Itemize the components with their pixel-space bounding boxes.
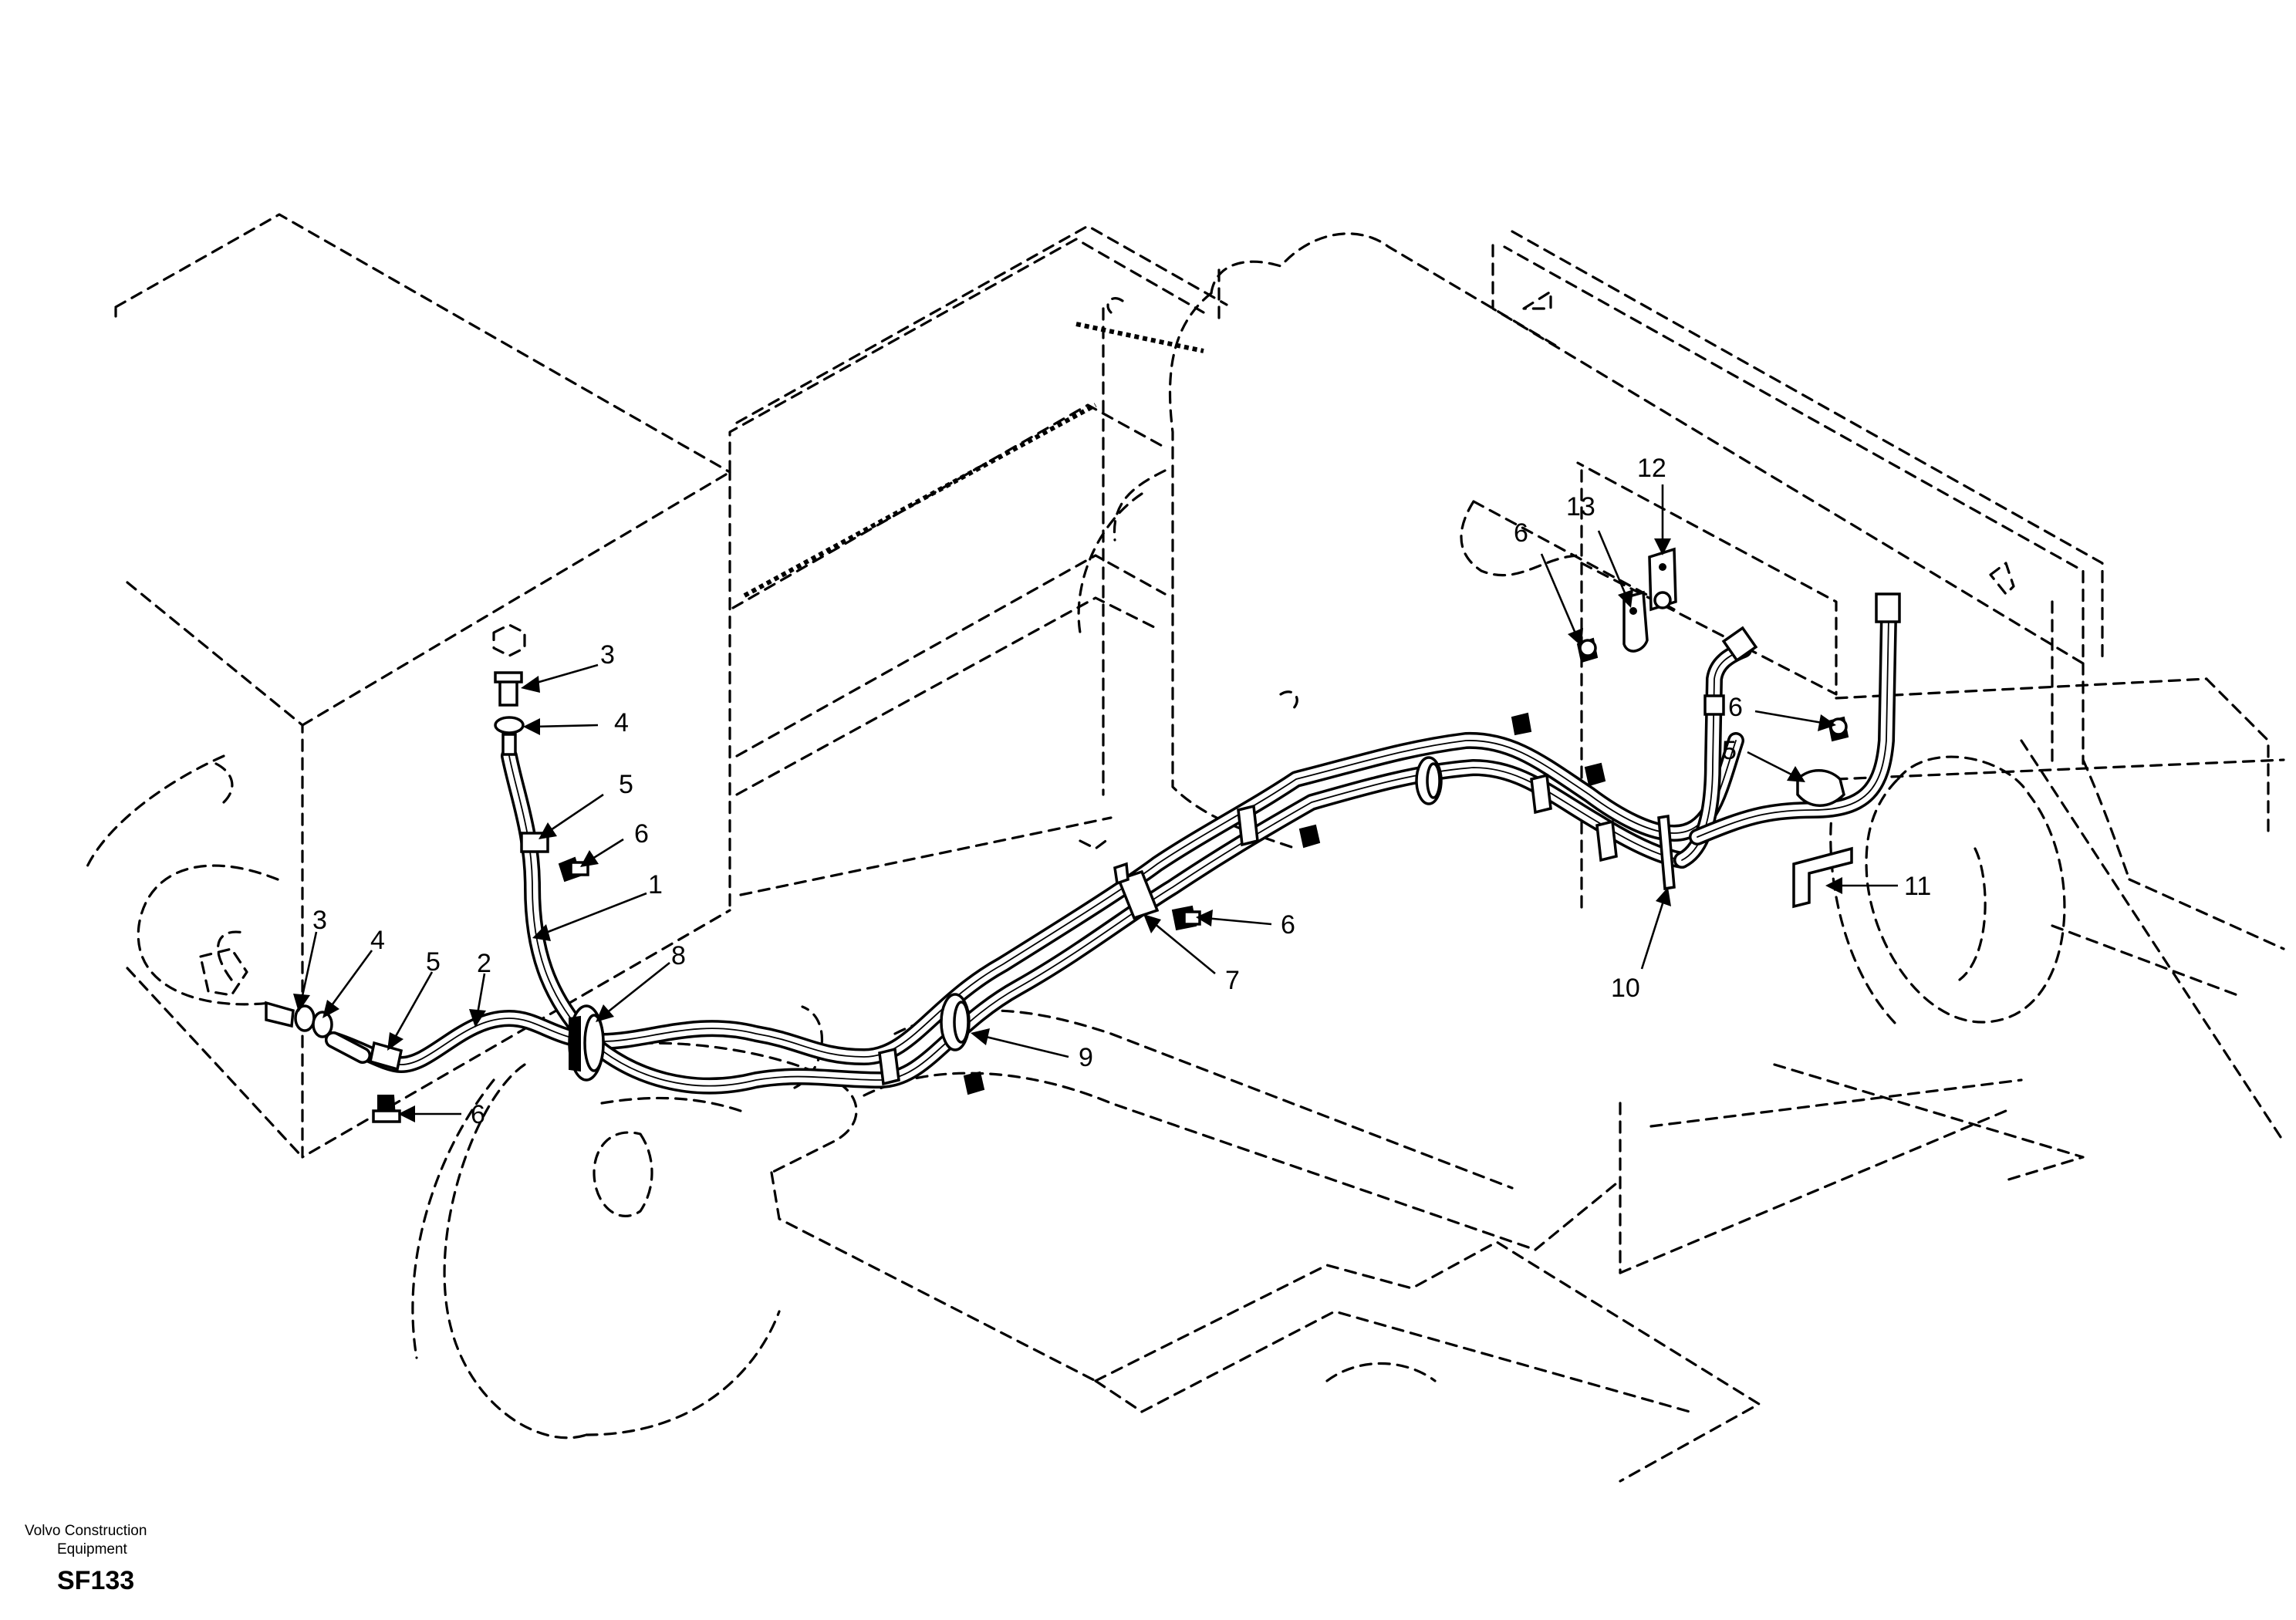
hardware-parts bbox=[265, 547, 1901, 1123]
callout-6-lower-left: 6 bbox=[471, 1100, 485, 1129]
bolt-6-d bbox=[1576, 637, 1599, 663]
callout-10: 10 bbox=[1611, 974, 1640, 1003]
callout-1: 1 bbox=[648, 870, 663, 899]
grommet-upper bbox=[1415, 756, 1443, 805]
bolt-extra-3 bbox=[1298, 824, 1321, 849]
callout-6-upper-left: 6 bbox=[634, 819, 649, 849]
callout-13: 13 bbox=[1566, 492, 1595, 521]
callout-5-right: 5 bbox=[1722, 736, 1737, 765]
callout-6-right: 6 bbox=[1728, 693, 1743, 722]
grommet-8 bbox=[568, 1004, 605, 1082]
bolt-extra-2 bbox=[1584, 762, 1606, 787]
bracket-11 bbox=[1792, 846, 1853, 909]
clamp-7 bbox=[1113, 862, 1160, 920]
company-name-line1: Volvo Construction bbox=[25, 1523, 147, 1539]
clip-bracket-4 bbox=[1595, 819, 1618, 862]
bolt-6-e bbox=[1827, 716, 1849, 742]
callout-6-upper-right: 6 bbox=[1514, 518, 1528, 548]
grommet-9 bbox=[940, 993, 971, 1051]
footer: Volvo Construction Equipment SF133 bbox=[25, 1523, 147, 1595]
callout-8: 8 bbox=[671, 941, 686, 970]
clip-bracket-2 bbox=[1237, 804, 1259, 847]
callout-12: 12 bbox=[1637, 454, 1666, 483]
bolt-6-c bbox=[1171, 905, 1201, 931]
callout-3-lower: 3 bbox=[312, 906, 327, 935]
bolt-extra-1 bbox=[1511, 712, 1532, 736]
clip-13 bbox=[1622, 590, 1649, 653]
washer-4-upper bbox=[494, 716, 525, 734]
bolt-extra-4 bbox=[963, 1071, 985, 1095]
fitting-right-a bbox=[1721, 626, 1758, 663]
callout-2: 2 bbox=[477, 949, 491, 978]
clip-bracket-1 bbox=[878, 1047, 900, 1086]
clip-bracket-3 bbox=[1530, 773, 1552, 815]
clamp-5-right bbox=[1796, 769, 1845, 807]
bolt-6-b bbox=[372, 1095, 401, 1123]
cable-tie-10 bbox=[1657, 814, 1676, 891]
plate-12 bbox=[1648, 547, 1677, 612]
leader-lines bbox=[293, 484, 1898, 1122]
diagram-code: SF133 bbox=[57, 1566, 134, 1595]
callout-4-lower: 4 bbox=[370, 926, 385, 955]
callout-7: 7 bbox=[1225, 966, 1240, 995]
fitting-right-b bbox=[1875, 592, 1901, 623]
callout-9: 9 bbox=[1079, 1043, 1093, 1072]
company-name-line2: Equipment bbox=[57, 1541, 128, 1558]
clamp-5-lower bbox=[368, 1041, 403, 1072]
callout-11: 11 bbox=[1904, 872, 1931, 901]
callout-5-upper: 5 bbox=[619, 770, 633, 799]
callout-6-middle: 6 bbox=[1281, 910, 1295, 940]
callout-5-lower: 5 bbox=[426, 947, 441, 977]
callout-3-upper: 3 bbox=[600, 640, 615, 670]
callout-4-upper: 4 bbox=[614, 708, 629, 737]
fitting-3-lower bbox=[265, 1001, 295, 1028]
callout-labels: 3 4 5 6 1 8 2 3 4 5 6 9 6 7 10 11 5 6 6 … bbox=[312, 454, 1931, 1129]
hose-assembly bbox=[325, 609, 1897, 1095]
